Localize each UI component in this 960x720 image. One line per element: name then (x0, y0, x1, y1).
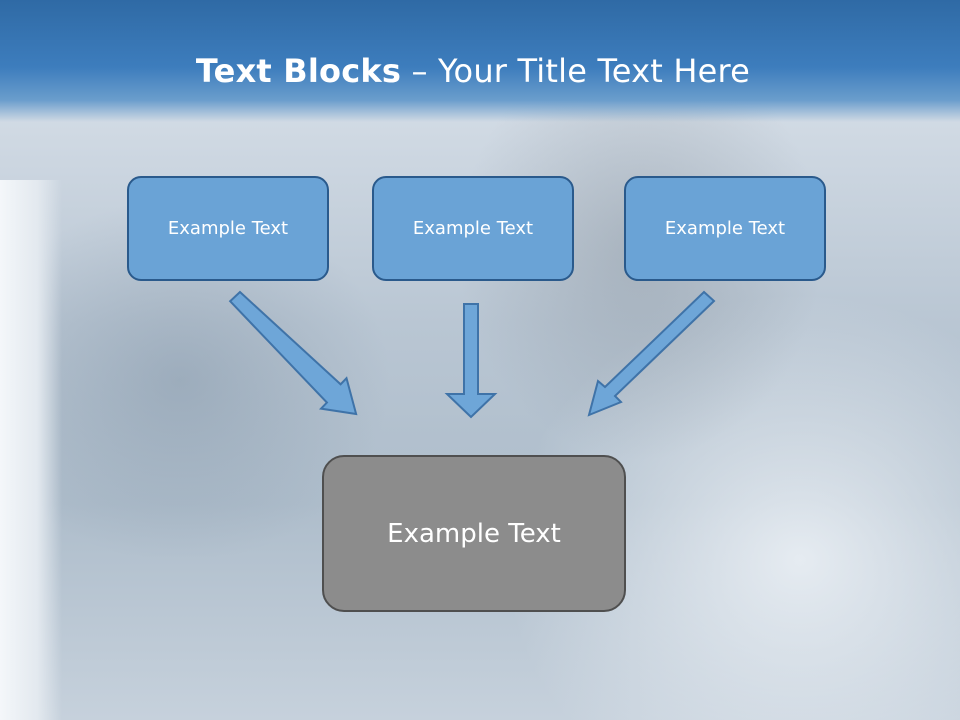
result-text-block[interactable]: Example Text (322, 455, 626, 612)
slide-title[interactable]: Text Blocks – Your Title Text Here (0, 52, 946, 90)
title-bold-part: Text Blocks (195, 52, 402, 90)
title-bar: Text Blocks – Your Title Text Here (0, 0, 960, 122)
arrow-down-right-icon[interactable] (228, 290, 358, 416)
background-photo (0, 180, 62, 720)
arrow-down-icon[interactable] (444, 303, 498, 419)
text-block-middle-label: Example Text (412, 218, 534, 239)
text-block-left-label: Example Text (167, 218, 289, 239)
result-text-block-label: Example Text (387, 518, 561, 549)
arrow-down-left-icon[interactable] (587, 290, 716, 417)
text-block-right[interactable]: Example Text (624, 176, 826, 281)
text-block-left[interactable]: Example Text (127, 176, 329, 281)
text-block-right-label: Example Text (664, 218, 786, 239)
text-block-middle[interactable]: Example Text (372, 176, 574, 281)
title-regular-part: – Your Title Text Here (401, 52, 751, 90)
